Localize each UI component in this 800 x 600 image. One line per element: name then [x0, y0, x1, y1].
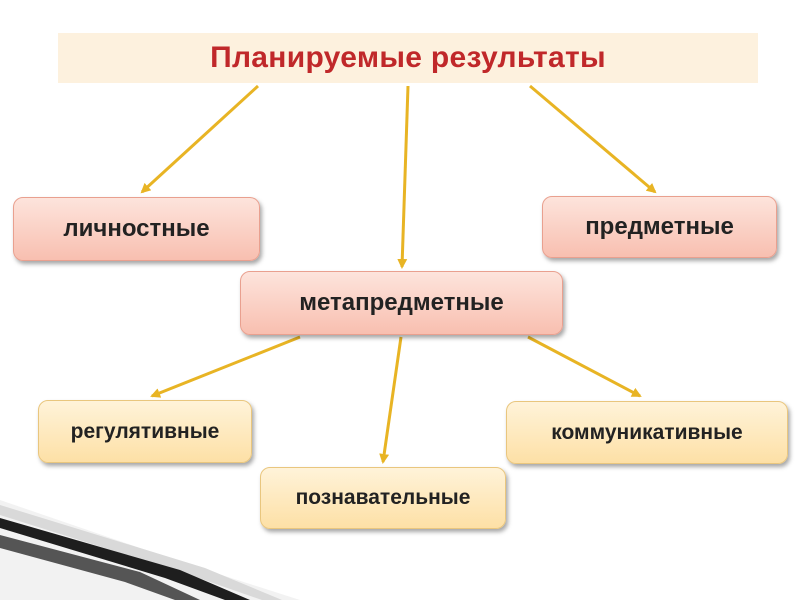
arrow-to-communicative	[527, 335, 642, 398]
node-regulative: регулятивные	[38, 400, 252, 463]
arrow-to-cognitive	[379, 336, 403, 464]
arrow-to-meta	[397, 85, 410, 269]
node-metasubject: метапредметные	[240, 271, 563, 335]
node-cognitive: познавательные	[260, 467, 506, 529]
arrow-to-regulative	[150, 335, 301, 398]
diagram-title: Планируемые результаты	[210, 41, 606, 74]
title-band: Планируемые результаты	[58, 33, 758, 83]
node-subject: предметные	[542, 196, 777, 258]
node-communicative: коммуникативные	[506, 401, 788, 464]
arrow-to-personal	[140, 84, 260, 194]
arrow-to-subject	[529, 84, 657, 194]
node-personal: личностные	[13, 197, 260, 261]
